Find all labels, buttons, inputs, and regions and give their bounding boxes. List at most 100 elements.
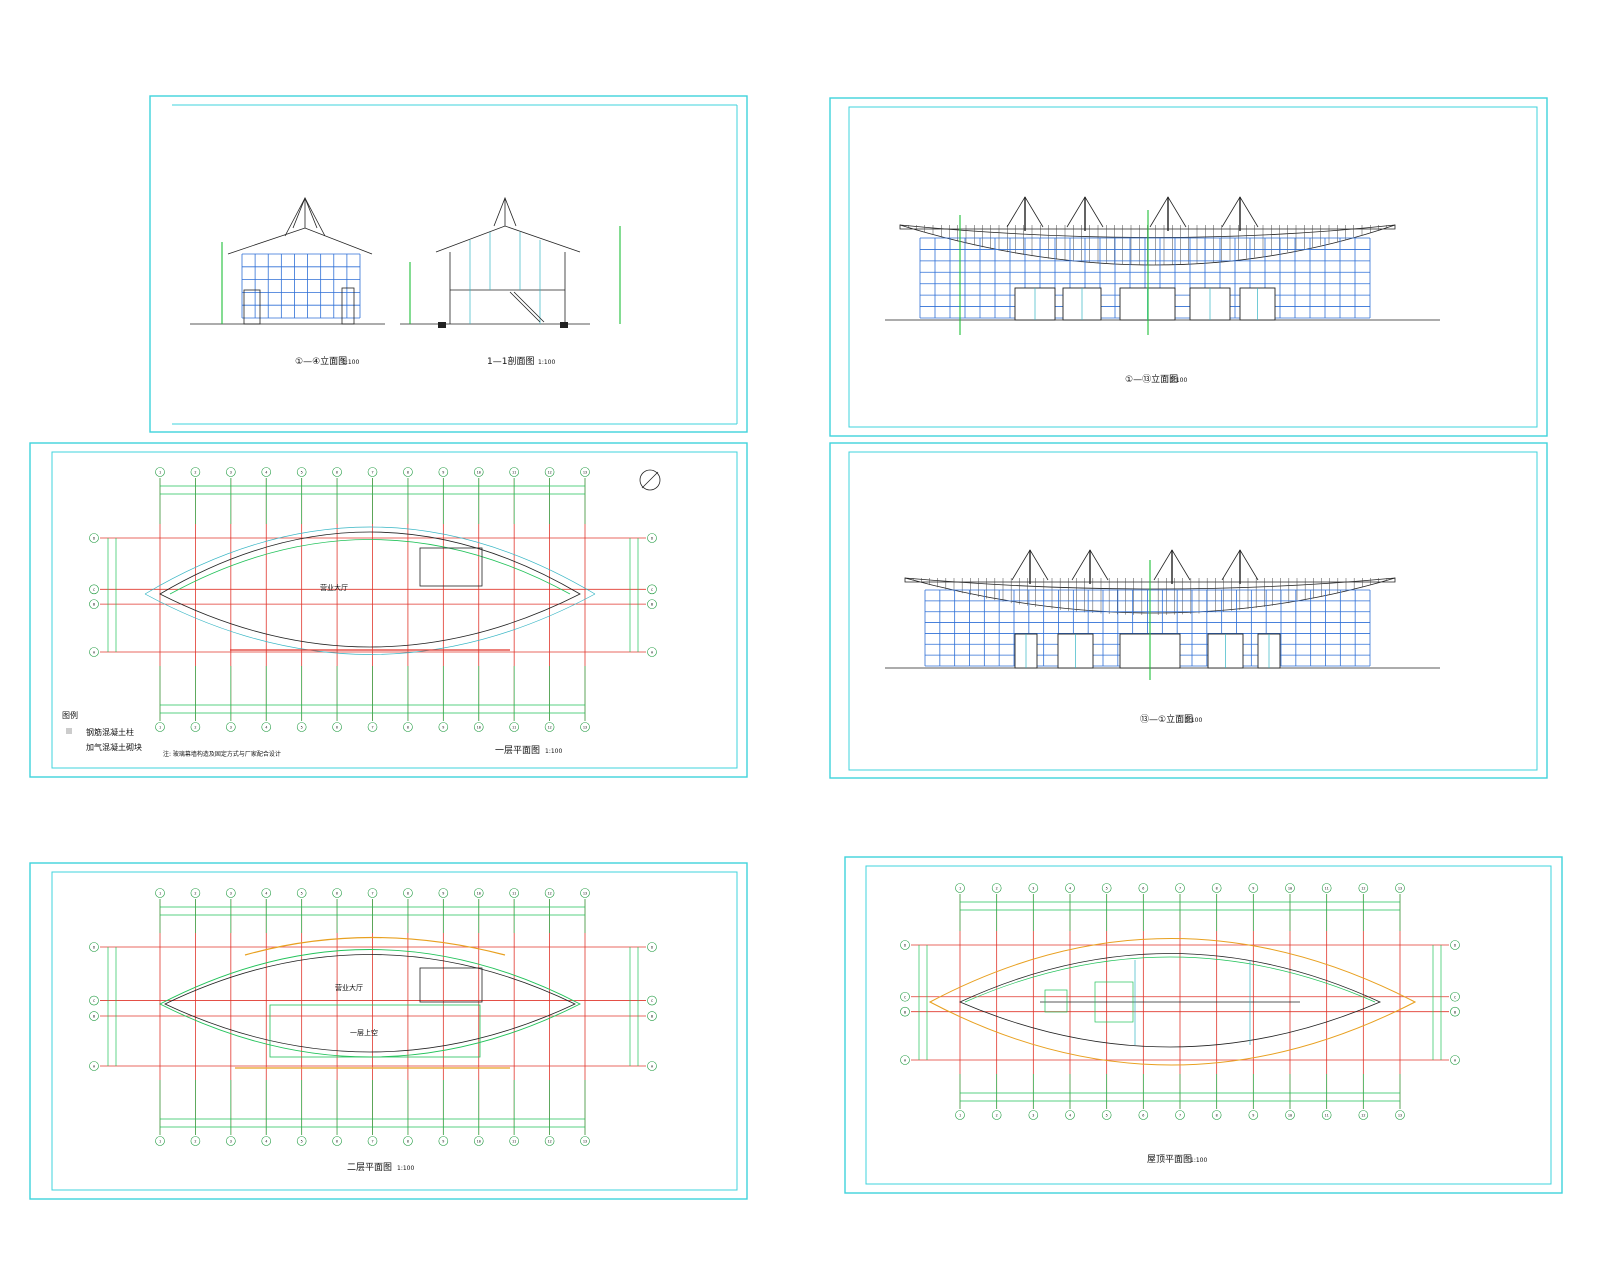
axis-label: B <box>651 1015 653 1019</box>
axis-bubble <box>332 467 342 477</box>
axis-bubble <box>1248 883 1259 893</box>
axis-bubble <box>261 467 272 477</box>
floor2-plan-scale: 1:100 <box>397 1165 414 1172</box>
floor1-legend-item-1: 钢筋混凝土柱 <box>86 727 134 737</box>
axis-bubble <box>190 722 201 732</box>
axis-label: C <box>1454 995 1456 999</box>
axis-bubble <box>1101 883 1112 893</box>
axis-bubble <box>900 1055 910 1065</box>
axis-label: 11 <box>512 471 516 475</box>
axis-label: 8 <box>407 892 409 896</box>
axis-bubble <box>647 533 657 543</box>
axis-label: 12 <box>547 471 551 475</box>
axis-label: D <box>93 946 95 950</box>
axis-label: B <box>93 603 95 607</box>
axis-label: 12 <box>1361 1114 1365 1118</box>
axis-bubble <box>1101 1110 1112 1120</box>
axis-bubble <box>509 467 519 477</box>
axis-bubble <box>580 1136 590 1146</box>
axis-bubble <box>403 888 413 898</box>
axis-label: D <box>651 537 653 541</box>
sheet-rear-elevation: ⑬—①立面图 1:100 <box>829 442 1548 779</box>
axis-label: 7 <box>1179 1114 1181 1118</box>
axis-bubble <box>473 1136 484 1146</box>
axis-label: 6 <box>336 471 338 475</box>
axis-bubble <box>226 467 236 477</box>
side-elevation-title: ①—④立面图 <box>295 355 347 367</box>
axis-bubble <box>367 722 378 732</box>
axis-label: 9 <box>442 1140 444 1144</box>
axis-bubble <box>647 995 657 1006</box>
axis-label: 13 <box>583 726 587 730</box>
axis-bubble <box>1395 1110 1405 1120</box>
floor1-legend-title: 图例 <box>62 710 78 720</box>
axis-label: 9 <box>1252 887 1254 891</box>
axis-label: 2 <box>996 887 998 891</box>
axis-label: A <box>93 651 96 655</box>
axis-bubble <box>509 722 519 732</box>
axis-label: C <box>93 588 95 592</box>
axis-label: 6 <box>1142 887 1144 891</box>
axis-label: 6 <box>336 892 338 896</box>
axis-bubble <box>89 533 99 543</box>
axis-bubble <box>89 1061 99 1071</box>
axis-label: 1 <box>959 887 961 891</box>
axis-label: 10 <box>477 892 481 896</box>
axis-bubble <box>1065 1110 1075 1120</box>
axis-label: 6 <box>336 726 338 730</box>
axis-label: 8 <box>407 726 409 730</box>
axis-bubble <box>89 995 99 1006</box>
axis-label: D <box>93 537 95 541</box>
axis-bubble <box>1321 883 1332 893</box>
axis-bubble <box>1358 883 1369 893</box>
axis-label: 5 <box>301 892 303 896</box>
axis-bubble <box>190 467 201 477</box>
axis-bubble <box>991 1110 1002 1120</box>
axis-label: 9 <box>1252 1114 1254 1118</box>
axis-label: 12 <box>547 726 551 730</box>
axis-label: 10 <box>1288 1114 1292 1118</box>
axis-bubble <box>1450 991 1460 1002</box>
axis-label: 5 <box>301 471 303 475</box>
axis-label: 1 <box>159 1140 161 1144</box>
axis-label: C <box>93 999 95 1003</box>
axis-bubble <box>332 888 342 898</box>
axis-bubble <box>89 599 99 609</box>
axis-label: 2 <box>194 726 196 730</box>
axis-label: 4 <box>265 726 267 730</box>
axis-bubble <box>403 722 413 732</box>
axis-label: 8 <box>407 471 409 475</box>
axis-bubble <box>261 1136 272 1146</box>
axis-label: 3 <box>230 726 232 730</box>
axis-label: 2 <box>996 1114 998 1118</box>
axis-label: 2 <box>194 1140 196 1144</box>
rear-elevation-title: ⑬—①立面图 <box>1140 713 1193 725</box>
side-elevation-drawing <box>190 196 385 325</box>
axis-bubble <box>296 722 307 732</box>
axis-bubble <box>544 888 555 898</box>
axis-bubble <box>226 1136 236 1146</box>
axis-bubble <box>509 1136 519 1146</box>
axis-label: 3 <box>230 892 232 896</box>
axis-label: 10 <box>477 471 481 475</box>
floor1-plan-scale: 1:100 <box>545 748 562 755</box>
axis-bubble <box>544 722 555 732</box>
axis-bubble <box>1065 883 1075 893</box>
axis-label: 10 <box>477 726 481 730</box>
axis-label: 4 <box>265 1140 267 1144</box>
axis-label: 3 <box>1032 1114 1034 1118</box>
axis-label: 1 <box>159 471 161 475</box>
axis-bubble <box>438 467 449 477</box>
axis-label: 12 <box>547 892 551 896</box>
axis-bubble <box>1321 1110 1332 1120</box>
floor2-plan-title: 二层平面图 <box>347 1162 392 1173</box>
axis-label: A <box>904 1059 907 1063</box>
section-scale: 1:100 <box>538 359 555 366</box>
axis-bubble <box>403 1136 413 1146</box>
axis-bubble <box>900 991 910 1002</box>
axis-bubble <box>332 1136 342 1146</box>
axis-label: A <box>651 651 654 655</box>
